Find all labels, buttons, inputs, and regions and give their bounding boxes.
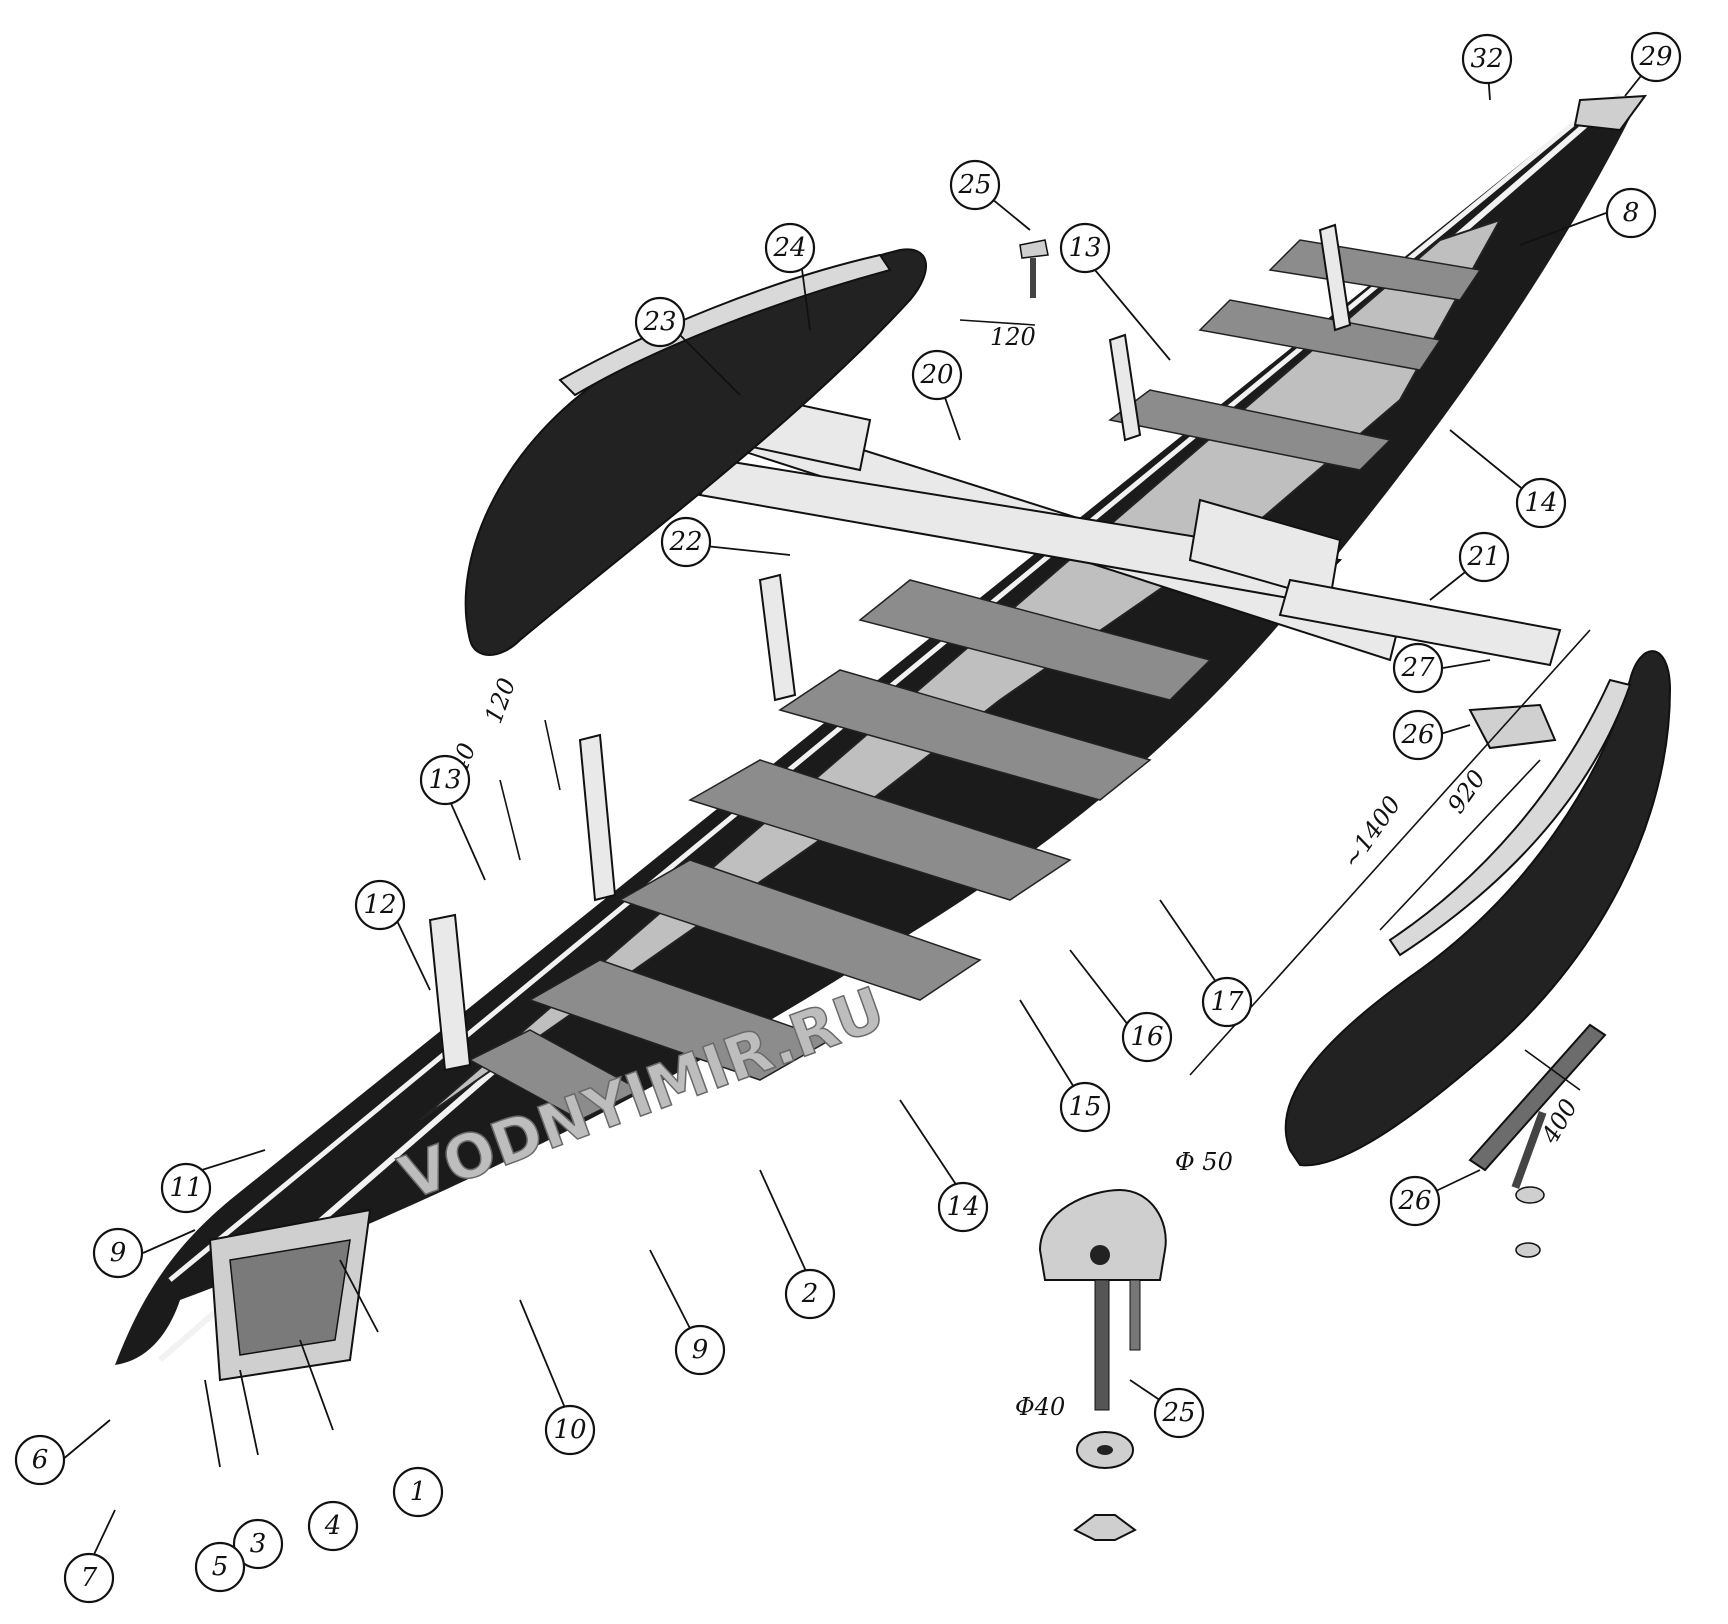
svg-text:14: 14: [1524, 488, 1557, 518]
svg-text:1: 1: [410, 1477, 427, 1507]
hull: [115, 92, 1648, 1382]
svg-text:9: 9: [692, 1335, 709, 1365]
dim-120-left: 120: [479, 674, 521, 727]
callout-9b: 9: [674, 1324, 726, 1376]
fastener-detail: [1038, 1188, 1167, 1541]
callout-23: 23: [634, 296, 686, 348]
callout-6: 6: [14, 1434, 66, 1486]
svg-text:2: 2: [801, 1279, 819, 1309]
callout-32: 32: [1461, 33, 1513, 85]
svg-text:8: 8: [1623, 198, 1640, 228]
callout-11: 11: [160, 1162, 212, 1214]
callout-14a: 14: [1515, 477, 1567, 529]
svg-text:13: 13: [1068, 233, 1101, 263]
callout-12: 12: [354, 879, 406, 931]
callout-16: 16: [1121, 1011, 1173, 1063]
svg-text:11: 11: [169, 1173, 202, 1203]
callout-15: 15: [1059, 1081, 1111, 1133]
svg-text:13: 13: [428, 765, 461, 795]
svg-text:22: 22: [668, 527, 702, 557]
svg-text:21: 21: [1466, 542, 1500, 572]
dimension-lines: [499, 319, 1591, 1091]
callout-7: 7: [63, 1552, 115, 1604]
svg-text:26: 26: [1397, 1186, 1431, 1216]
svg-text:7: 7: [81, 1563, 98, 1593]
callout-9a: 9: [92, 1227, 144, 1279]
svg-text:14: 14: [946, 1192, 979, 1222]
callout-17: 17: [1201, 976, 1253, 1028]
callout-8: 8: [1605, 187, 1657, 239]
callout-13a: 13: [419, 754, 471, 806]
svg-text:17: 17: [1210, 987, 1244, 1017]
callout-1: 1: [392, 1466, 444, 1518]
right-float: [1284, 650, 1672, 1167]
callout-22: 22: [660, 516, 712, 568]
svg-text:29: 29: [1638, 42, 1672, 72]
svg-text:24: 24: [772, 233, 806, 263]
callouts: 1 2 3 4 5 6 7 8 9 9 10 11 12 13 13 14 14…: [14, 31, 1682, 1604]
callout-3: 3: [232, 1518, 284, 1570]
callout-10: 10: [544, 1404, 596, 1456]
svg-text:23: 23: [642, 307, 676, 337]
callout-25a: 25: [949, 159, 1001, 211]
svg-text:6: 6: [32, 1445, 49, 1475]
plank-26: [1468, 1023, 1607, 1258]
callout-24: 24: [764, 222, 816, 274]
svg-text:27: 27: [1400, 653, 1435, 683]
callout-21: 21: [1458, 531, 1510, 583]
dim-920: 920: [1442, 765, 1491, 819]
callout-4: 4: [307, 1500, 359, 1552]
left-float: [464, 248, 927, 656]
callout-20: 20: [911, 349, 963, 401]
floor-frames: [468, 239, 1482, 1121]
callout-29: 29: [1630, 31, 1682, 83]
svg-text:12: 12: [363, 890, 396, 920]
callout-26a: 26: [1392, 709, 1444, 761]
callout-27: 27: [1392, 642, 1444, 694]
callout-14b: 14: [937, 1181, 989, 1233]
svg-text:10: 10: [553, 1415, 586, 1445]
svg-text:9: 9: [110, 1238, 127, 1268]
dim-1400: ~1400: [1337, 791, 1407, 874]
svg-text:3: 3: [250, 1529, 267, 1559]
cross-beam-assembly: [598, 368, 1562, 667]
callout-25b: 25: [1153, 1387, 1205, 1439]
dim-120-top: 120: [990, 323, 1036, 351]
hull-ribs: [428, 223, 1352, 1072]
dim-phi50: Φ 50: [1175, 1148, 1233, 1176]
svg-text:25: 25: [1161, 1398, 1195, 1428]
svg-text:16: 16: [1130, 1022, 1163, 1052]
svg-text:20: 20: [919, 360, 953, 390]
svg-text:4: 4: [324, 1511, 342, 1541]
svg-text:5: 5: [212, 1552, 229, 1582]
small-bolt: [1019, 239, 1049, 298]
callout-5: 5: [194, 1541, 246, 1593]
svg-text:25: 25: [957, 170, 991, 200]
dim-phi40: Φ40: [1015, 1393, 1065, 1421]
block-26: [1468, 703, 1557, 750]
svg-text:32: 32: [1470, 44, 1503, 74]
callout-26b: 26: [1389, 1175, 1441, 1227]
svg-text:26: 26: [1400, 720, 1434, 750]
callout-13b: 13: [1059, 222, 1111, 274]
svg-text:15: 15: [1068, 1092, 1101, 1122]
callout-2: 2: [784, 1268, 836, 1320]
